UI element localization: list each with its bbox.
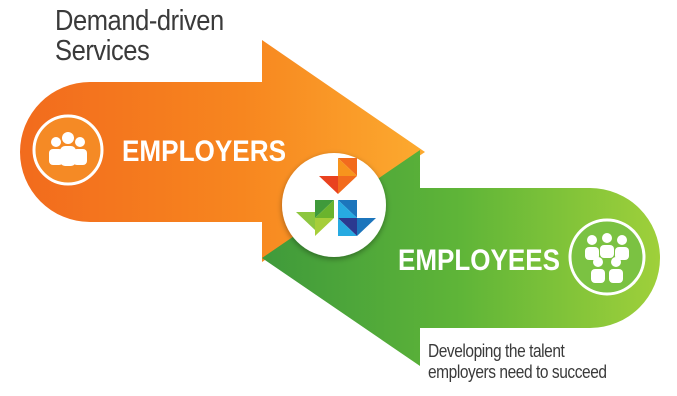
employers-label: EMPLOYERS <box>122 135 286 168</box>
employees-label: EMPLOYEES <box>398 244 560 277</box>
employees-people-icon <box>568 218 646 296</box>
bottom-caption: Developing the talent employers need to … <box>428 341 607 383</box>
top-caption-line1: Demand-driven <box>55 5 224 37</box>
top-caption-line2: Services <box>55 35 150 67</box>
bottom-caption-line1: Developing the talent <box>428 341 565 361</box>
center-logo-icon <box>282 153 386 257</box>
bottom-caption-line2: employers need to succeed <box>428 362 607 382</box>
employers-people-icon <box>32 114 104 186</box>
top-caption: Demand-driven Services <box>55 6 224 66</box>
